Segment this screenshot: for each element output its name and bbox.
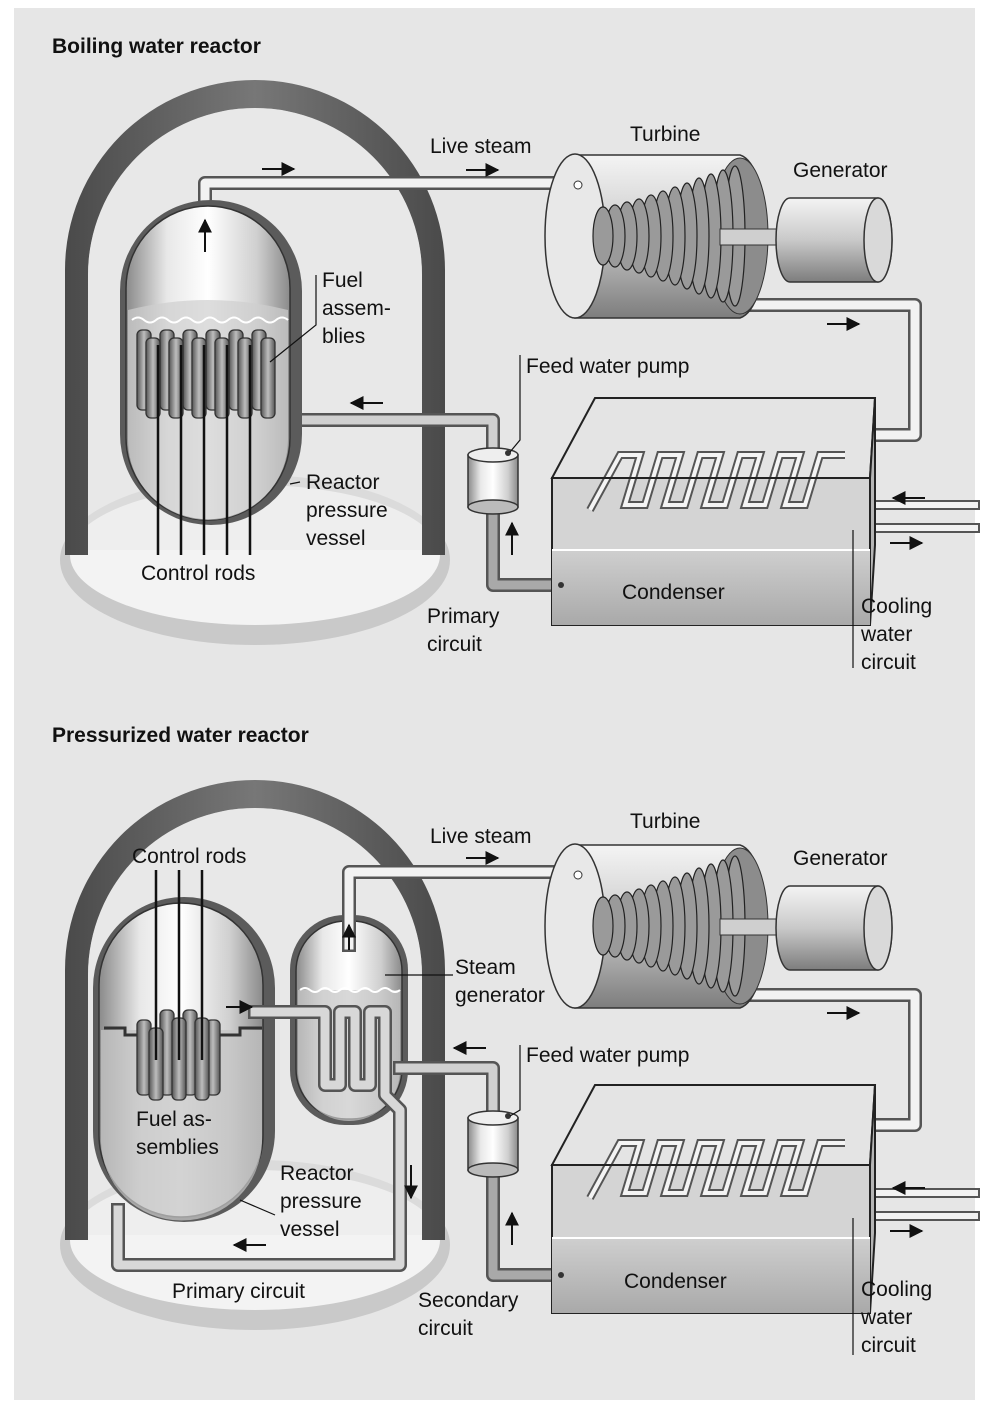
pwr-label-fuel-1: Fuel as-: [136, 1108, 212, 1131]
pwr-title: Pressurized water reactor: [52, 724, 309, 747]
pwr-label-rpv-3: vessel: [280, 1218, 340, 1241]
pwr-label-turbine: Turbine: [630, 810, 700, 833]
bwr-label-fuel-2: assem-: [322, 297, 391, 320]
bwr-title: Boiling water reactor: [52, 35, 261, 58]
bwr-label-condenser: Condenser: [622, 581, 725, 604]
bwr-label-fuel-1: Fuel: [322, 269, 363, 292]
bwr-label-generator: Generator: [793, 159, 888, 182]
pwr-label-control-rods: Control rods: [132, 845, 246, 868]
bwr-label-fuel-3: blies: [322, 325, 365, 348]
bwr-label-cooling-1: Cooling: [861, 595, 932, 618]
bwr-label-feed-pump: Feed water pump: [526, 355, 689, 378]
pwr-label-condenser: Condenser: [624, 1270, 727, 1293]
pwr-label-secondary-2: circuit: [418, 1317, 473, 1340]
pwr-feed-water-pump: [468, 1111, 518, 1177]
pwr-turbine: [545, 844, 790, 1008]
bwr-label-control-rods: Control rods: [141, 562, 255, 585]
bwr-label-rpv-1: Reactor: [306, 471, 380, 494]
bwr-label-rpv-2: pressure: [306, 499, 388, 522]
bwr-label-cooling-2: water: [860, 623, 912, 646]
pwr-label-live-steam: Live steam: [430, 825, 532, 848]
bwr-feed-water-pump: [468, 448, 518, 514]
pwr-label-cooling-1: Cooling: [861, 1278, 932, 1301]
pwr-label-secondary-1: Secondary: [418, 1289, 519, 1312]
bwr-label-cooling-3: circuit: [861, 651, 916, 674]
pwr-label-steam-gen-1: Steam: [455, 956, 516, 979]
pwr-generator: [776, 886, 892, 970]
pwr-label-cooling-2: water: [860, 1306, 912, 1329]
pwr-label-rpv-2: pressure: [280, 1190, 362, 1213]
bwr-label-turbine: Turbine: [630, 123, 700, 146]
bwr-turbine: [545, 154, 790, 318]
pwr-label-steam-gen-2: generator: [455, 984, 545, 1007]
bwr-label-primary-2: circuit: [427, 633, 482, 656]
bwr-label-rpv-3: vessel: [306, 527, 366, 550]
pwr-label-rpv-1: Reactor: [280, 1162, 354, 1185]
bwr-generator: [776, 198, 892, 282]
pwr-label-primary: Primary circuit: [172, 1280, 305, 1303]
pwr-label-cooling-3: circuit: [861, 1334, 916, 1357]
bwr-label-primary-1: Primary: [427, 605, 500, 628]
pwr-label-fuel-2: semblies: [136, 1136, 219, 1159]
bwr-label-live-steam: Live steam: [430, 135, 532, 158]
pwr-label-feed-pump: Feed water pump: [526, 1044, 689, 1067]
pwr-label-generator: Generator: [793, 847, 888, 870]
